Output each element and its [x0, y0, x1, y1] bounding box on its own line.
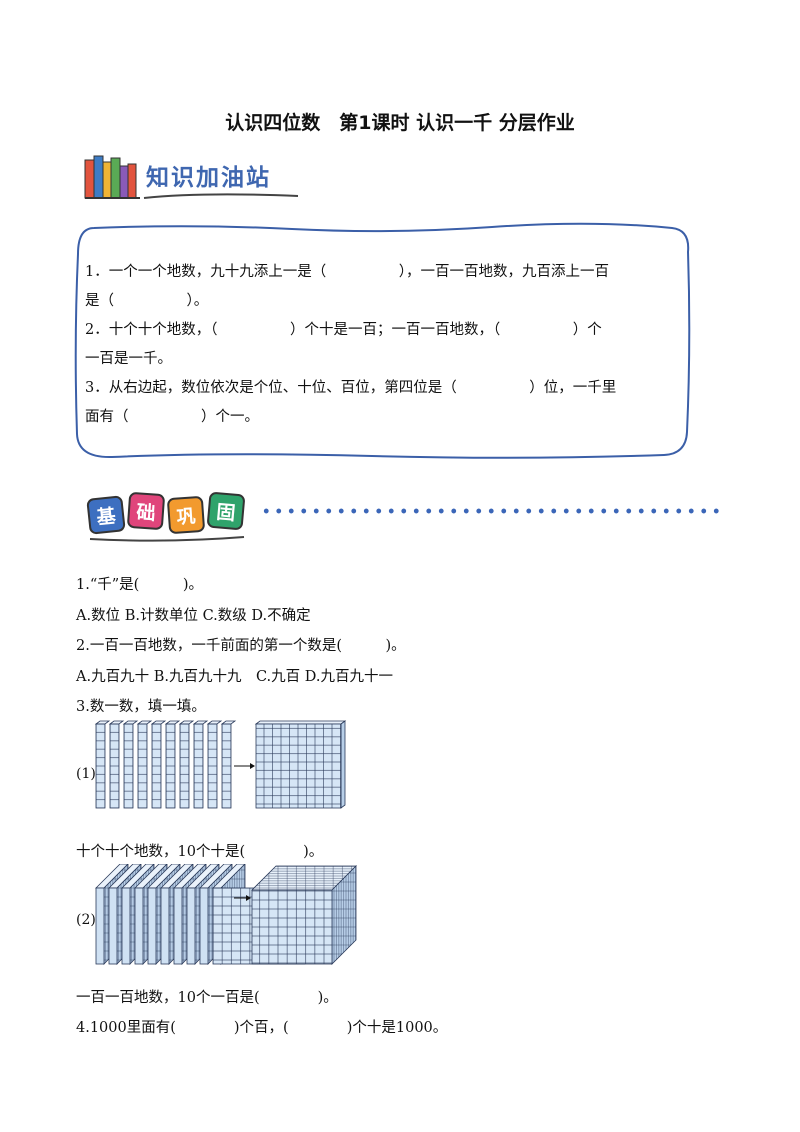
question-2: 2.一百一百地数，一千前面的第一个数是( )。 — [76, 638, 406, 654]
thousand-cube — [251, 865, 357, 965]
knowledge-item-2-line2: 一百是一千。 — [85, 351, 172, 367]
knowledge-item-2-line1: 2．十个十个地数，（ ）个十是一百；一百一百地数，（ ）个 — [85, 322, 602, 338]
arrow-icon — [234, 763, 255, 769]
hundred-flat — [254, 720, 347, 809]
wavy-border — [74, 222, 691, 459]
tile-gong: 巩 — [166, 495, 206, 535]
knowledge-item-3-line2: 面有（ ）个一。 — [85, 409, 259, 425]
knowledge-station-heading: 知识加油站 — [146, 165, 271, 191]
ten-rods — [94, 720, 237, 809]
question-2-options: A.九百九十 B.九百九十九 C.九百 D.九百九十一 — [76, 669, 393, 685]
tile-gu: 固 — [206, 491, 246, 531]
question-3: 3.数一数，填一填。 — [76, 699, 206, 715]
question-3-1: 十个十个地数，10个十是( )。 — [76, 844, 324, 860]
knowledge-item-3-line1: 3．从右边起，数位依次是个位、十位、百位，第四位是（ ）位，一千里 — [85, 380, 617, 396]
knowledge-station-banner: 知识加油站 — [84, 152, 304, 204]
banner-underline — [89, 536, 245, 542]
question-4: 4.1000里面有( )个百，( )个十是1000。 — [76, 1020, 448, 1036]
ten-flats — [95, 864, 306, 965]
figure-1-label: (1) — [76, 766, 96, 782]
dotted-divider — [260, 507, 720, 515]
brush-underline — [143, 193, 299, 199]
ten-rods-to-hundred-flat-figure — [94, 720, 347, 809]
tile-ji: 基 — [86, 495, 126, 535]
figure-2-label: (2) — [76, 912, 96, 928]
books-icon — [84, 155, 140, 199]
knowledge-item-1-line1: 1．一个一个地数，九十九添上一是（ ），一百一百地数，九百添上一百 — [85, 264, 609, 280]
ten-flats-to-thousand-cube-figure — [95, 864, 357, 965]
arrow-icon — [234, 895, 251, 901]
basic-consolidation-banner: 基 础 巩 固 — [84, 487, 724, 545]
question-3-2: 一百一百地数，10个一百是( )。 — [76, 990, 338, 1006]
knowledge-item-1-line2: 是（ ）。 — [85, 293, 209, 309]
page-title: 认识四位数 第1课时 认识一千 分层作业 — [225, 112, 575, 134]
tile-chu: 础 — [126, 491, 166, 531]
knowledge-content: 1．一个一个地数，九十九添上一是（ ），一百一百地数，九百添上一百 是（ ）。 … — [85, 258, 685, 432]
question-1-options: A.数位 B.计数单位 C.数级 D.不确定 — [76, 608, 311, 624]
knowledge-box: 1．一个一个地数，九十九添上一是（ ），一百一百地数，九百添上一百 是（ ）。 … — [72, 222, 694, 460]
question-1: 1.“千”是( )。 — [76, 577, 203, 593]
